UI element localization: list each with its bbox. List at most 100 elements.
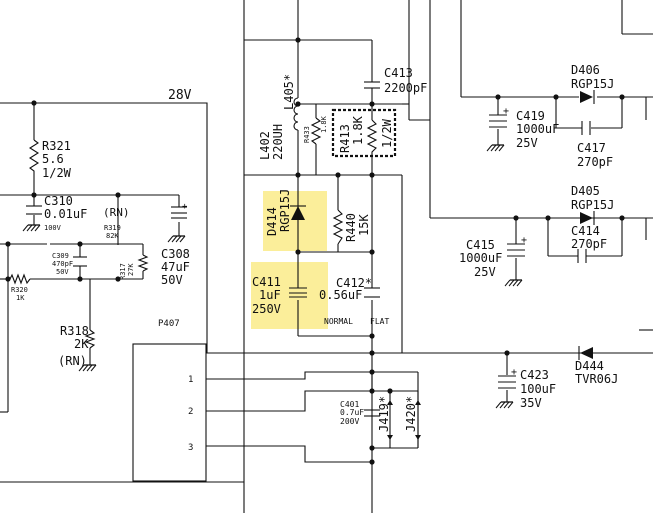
r413-rating: 1/2W: [380, 118, 394, 148]
capacitor-c413: C413 2200pF: [364, 66, 427, 95]
connector-p407: P407 1 2 3: [132, 319, 372, 482]
c413-value: 2200pF: [384, 81, 427, 95]
inductor-l402: L402 220UH L405*: [258, 74, 299, 160]
capacitor-c310: C310 0.01uF 100V (RN): [22, 194, 130, 232]
capacitor-c414: C414 270pF: [571, 224, 607, 263]
c415-voltage: 25V: [474, 265, 496, 279]
connector-pin-1: 1: [188, 375, 193, 385]
r321-value: 5.6: [42, 152, 64, 166]
mode-label-flat: FLAT: [370, 317, 389, 326]
c401-ref: C401: [340, 400, 359, 409]
d444-ref: D444: [575, 359, 604, 373]
c423-ref: C423: [520, 368, 549, 382]
c411-value: 1uF: [259, 288, 281, 302]
c419-value: 1000uF: [516, 122, 559, 136]
l405-ref: L405*: [282, 74, 296, 110]
svg-text:+: +: [182, 202, 188, 212]
c310-ref: C310: [44, 194, 73, 208]
capacitor-c401: C401 0.7uF 200V: [340, 400, 380, 426]
net-label-28v: 28V: [168, 88, 192, 103]
c414-ref: C414: [571, 224, 600, 238]
r433-ref: R433: [303, 126, 311, 143]
r317-value: 27K: [127, 263, 135, 276]
d405-value: RGP15J: [571, 198, 614, 212]
c415-value: 1000uF: [459, 251, 502, 265]
d405-ref: D405: [571, 184, 600, 198]
r318-note: (RN): [58, 354, 87, 368]
capacitor-c417: C417 270pF: [577, 121, 613, 169]
svg-text:+: +: [511, 367, 517, 378]
d406-value: RGP15J: [571, 77, 614, 91]
r413-value: 1.8K: [351, 115, 365, 145]
r319-value: 82K: [106, 232, 119, 240]
capacitor-c423: + C423 100uF 35V: [495, 367, 556, 410]
c419-ref: C419: [516, 109, 545, 123]
c310-value: 0.01uF: [44, 207, 87, 221]
r318-ref: R318: [60, 324, 89, 338]
c309-ref: C309: [52, 252, 69, 260]
c419-voltage: 25V: [516, 136, 538, 150]
right-section-wires: [460, 0, 653, 402]
r317-ref: R317: [119, 263, 127, 280]
c310-voltage: 100V: [44, 224, 62, 232]
highlight-d414: [263, 191, 327, 251]
c309-voltage: 50V: [56, 268, 69, 276]
c411-voltage: 250V: [252, 302, 281, 316]
c423-voltage: 35V: [520, 396, 542, 410]
d414-ref: D414: [265, 207, 279, 236]
capacitor-c412: C412* 0.56uF NORMAL FLAT: [319, 276, 389, 326]
c417-ref: C417: [577, 141, 606, 155]
c308-value: 47uF: [161, 260, 190, 274]
c310-note: (RN): [103, 206, 130, 219]
jumper-j420: J420*: [404, 391, 421, 448]
connector-name: P407: [158, 319, 180, 329]
r320-ref: R320: [11, 286, 28, 294]
diode-d414: D414 RGP15J: [265, 189, 306, 236]
r440-ref: R440: [344, 213, 358, 242]
j419-ref: J419*: [377, 396, 391, 432]
capacitor-c308: + C308 47uF 50V: [161, 202, 190, 287]
diode-d406: D406 RGP15J: [571, 63, 614, 104]
d444-value: TVR06J: [575, 372, 618, 386]
resistor-r440: R440 15K: [332, 209, 371, 245]
d406-ref: D406: [571, 63, 600, 77]
l402-value: 220UH: [271, 124, 285, 160]
capacitor-c411: C411 1uF 250V: [252, 275, 307, 316]
resistor-r318: R318 2K (RN): [58, 324, 97, 372]
c414-value: 270pF: [571, 237, 607, 251]
r440-value: 15K: [357, 214, 371, 236]
resistor-r320: R320 1K: [9, 273, 31, 302]
resistor-r433: R433 1.8K: [303, 115, 328, 145]
c417-value: 270pF: [577, 155, 613, 169]
svg-text:+: +: [503, 106, 509, 117]
capacitor-c419: + C419 1000uF 25V: [486, 106, 559, 152]
connector-pin-2: 2: [188, 407, 193, 417]
r433-value: 1.8K: [320, 115, 328, 133]
diode-d444: D444 TVR06J: [575, 346, 618, 386]
r320-value: 1K: [16, 294, 25, 302]
r318-value: 2K: [74, 337, 89, 351]
c308-ref: C308: [161, 247, 190, 261]
j420-ref: J420*: [404, 396, 418, 432]
capacitor-c415: + C415 1000uF 25V: [459, 235, 527, 287]
c412-value: 0.56uF: [319, 288, 362, 302]
connector-pin-3: 3: [188, 443, 193, 453]
junction-dots-middle: [295, 37, 510, 465]
r321-ref: R321: [42, 139, 71, 153]
c308-voltage: 50V: [161, 273, 183, 287]
c401-voltage: 200V: [340, 417, 359, 426]
highlight-c411: [251, 262, 328, 329]
capacitor-c309: C309 470pF 50V: [52, 252, 87, 276]
c423-value: 100uF: [520, 382, 556, 396]
jumper-j419: J419*: [377, 391, 393, 448]
c309-value: 470pF: [52, 260, 73, 268]
c401-value: 0.7uF: [340, 408, 364, 417]
svg-text:+: +: [521, 235, 527, 246]
d414-value: RGP15J: [278, 189, 292, 232]
l402-ref: L402: [258, 131, 272, 160]
r321-rating: 1/2W: [42, 166, 72, 180]
c412-ref: C412*: [336, 276, 372, 290]
r413-ref: R413: [338, 124, 352, 153]
